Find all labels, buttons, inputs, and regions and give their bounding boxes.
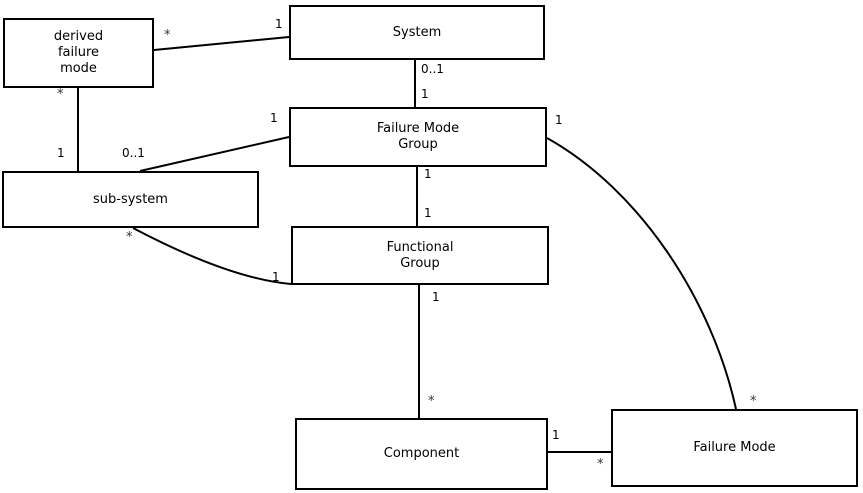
class-label-sub-system: sub-system xyxy=(93,191,168,207)
class-label-failure-mode-group: Failure Mode Group xyxy=(376,121,460,152)
class-box-failure-mode[interactable]: Failure Mode xyxy=(611,409,858,487)
class-box-failure-mode-group[interactable]: Failure Mode Group xyxy=(289,107,547,167)
multiplicity-failure-mode-group-bottom: 1 xyxy=(424,167,432,181)
association-line-sub-system-to-failure-mode-group xyxy=(139,136,290,172)
multiplicity-functional-group-top: 1 xyxy=(424,206,432,220)
multiplicity-failure-mode-group-right: 1 xyxy=(555,113,563,127)
association-line-failure-mode-group-to-failure-mode xyxy=(546,137,737,410)
class-box-component[interactable]: Component xyxy=(295,418,548,490)
class-label-system: System xyxy=(392,24,442,40)
class-box-system[interactable]: System xyxy=(289,5,545,60)
class-label-component: Component xyxy=(383,446,460,461)
multiplicity-functional-group-left: 1 xyxy=(272,270,280,284)
multiplicity-sub-system-to-failure-mode-group: 0..1 xyxy=(122,146,145,160)
class-label-functional-group: Functional Group xyxy=(386,239,454,271)
multiplicity-failure-mode-left: * xyxy=(597,457,604,472)
multiplicity-failure-mode-top: * xyxy=(750,394,757,409)
multiplicity-component-top: * xyxy=(428,394,435,409)
class-box-sub-system[interactable]: sub-system xyxy=(2,171,259,228)
multiplicity-system-bottom: 0..1 xyxy=(421,62,444,76)
association-line-sub-system-to-functional-group xyxy=(132,227,292,285)
class-label-derived-failure-mode: derived failure mode xyxy=(53,29,104,76)
class-box-functional-group[interactable]: Functional Group xyxy=(291,226,549,285)
multiplicity-sub-system-top: 1 xyxy=(57,146,65,160)
multiplicity-failure-mode-group-left: 1 xyxy=(270,111,278,125)
class-box-derived-failure-mode[interactable]: derived failure mode xyxy=(3,18,154,88)
multiplicity-system-left: 1 xyxy=(275,17,283,31)
multiplicity-component-right: 1 xyxy=(552,428,560,442)
multiplicity-failure-mode-group-top: 1 xyxy=(421,87,429,101)
association-line-derived-failure-mode-to-system xyxy=(153,36,290,51)
multiplicity-sub-system-bottom: * xyxy=(126,230,133,245)
multiplicity-derived-failure-mode-bottom: * xyxy=(57,87,64,102)
multiplicity-functional-group-bottom: 1 xyxy=(432,290,440,304)
class-label-failure-mode: Failure Mode xyxy=(693,440,776,455)
multiplicity-derived-failure-mode-to-system: * xyxy=(164,28,171,43)
